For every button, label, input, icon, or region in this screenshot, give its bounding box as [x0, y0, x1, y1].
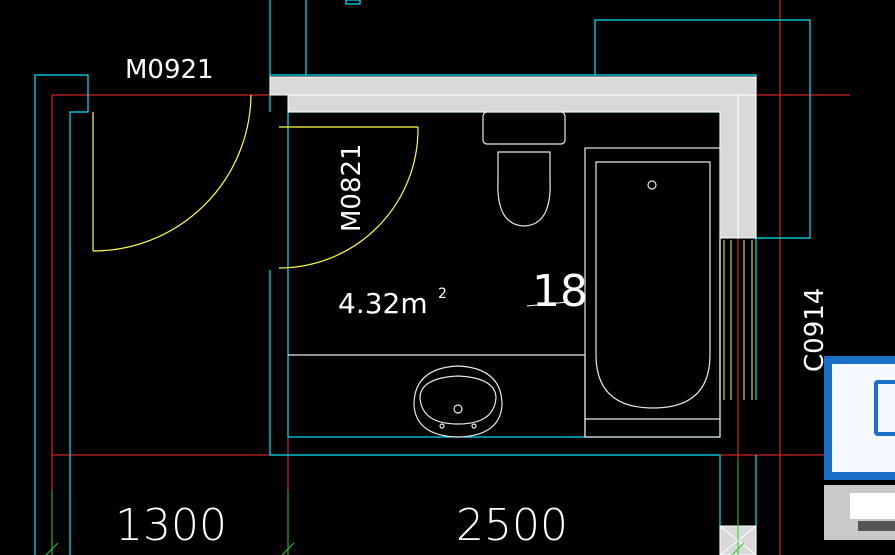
dimension-1300: 1300 [115, 500, 227, 551]
area-superscript: 2 [438, 286, 447, 302]
door-label-m0921: M0921 [125, 55, 214, 85]
network-tile-icon[interactable] [824, 356, 895, 480]
network-glyph-icon [874, 380, 895, 436]
room-mark-underline [526, 301, 569, 307]
area-label: 4.32m [338, 287, 428, 320]
door-label-m0821: M0821 [337, 143, 367, 232]
room-mark: 18 [532, 266, 588, 317]
computer-base [858, 521, 895, 531]
fixtures [288, 111, 721, 438]
door-swings [92, 94, 419, 269]
window [723, 240, 753, 400]
computer-icon[interactable] [824, 485, 895, 540]
dimension-ticks [45, 460, 745, 555]
dimension-2500: 2500 [456, 500, 568, 551]
computer-screen [850, 493, 895, 519]
